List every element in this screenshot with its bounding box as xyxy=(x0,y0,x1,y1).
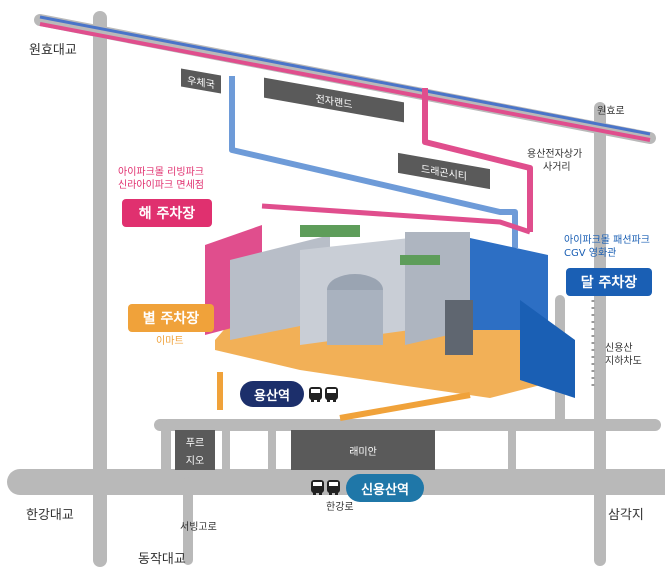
prugio-label-1: 푸르 xyxy=(185,437,205,449)
electronics-crossing-label-1: 용산전자상가 xyxy=(527,149,583,160)
electronics-crossing-label-2: 사거리 xyxy=(543,162,571,173)
underpass-label-2: 지하차도 xyxy=(605,356,642,367)
hangang-bridge-label: 한강대교 xyxy=(26,508,74,523)
sun-parking-desc-2: 신라아이파크 면세점 xyxy=(118,180,204,191)
moon-parking-desc-1: 아이파크몰 패션파크 xyxy=(564,235,650,246)
raemian-label: 래미안 xyxy=(291,430,435,470)
sun-parking-desc-1: 아이파크몰 리빙파크 xyxy=(118,167,204,178)
yongsan-station-badge[interactable]: 용산역 xyxy=(240,381,304,407)
sinyongsan-station-badge[interactable]: 신용산역 xyxy=(346,474,424,502)
tram-icon xyxy=(327,480,340,495)
prugio-label-2: 지오 xyxy=(185,455,205,467)
wonhyo-bridge-label: 원효대교 xyxy=(29,43,77,58)
star-parking-desc: 이마트 xyxy=(156,336,184,347)
prugio-label: 푸르 지오 xyxy=(175,430,215,470)
moon-parking-badge[interactable]: 달 주차장 xyxy=(566,268,652,296)
sun-parking-badge[interactable]: 해 주차장 xyxy=(122,199,212,227)
ipark-mall-complex xyxy=(205,225,575,398)
star-parking-badge[interactable]: 별 주차장 xyxy=(128,304,214,332)
bus-icon xyxy=(309,387,322,402)
underpass-label-1: 신용산 xyxy=(605,343,633,354)
samgakji-label: 삼각지 xyxy=(608,508,644,523)
wonhyoro-label: 원효로 xyxy=(597,106,625,117)
hangangro-label: 한강로 xyxy=(326,502,354,513)
bus-icon xyxy=(311,480,324,495)
tram-icon xyxy=(325,387,338,402)
dongjak-bridge-label: 동작대교 xyxy=(138,552,186,567)
moon-parking-desc-2: CGV 영화관 xyxy=(564,248,617,259)
seobinggoro-label: 서빙고로 xyxy=(180,522,217,533)
